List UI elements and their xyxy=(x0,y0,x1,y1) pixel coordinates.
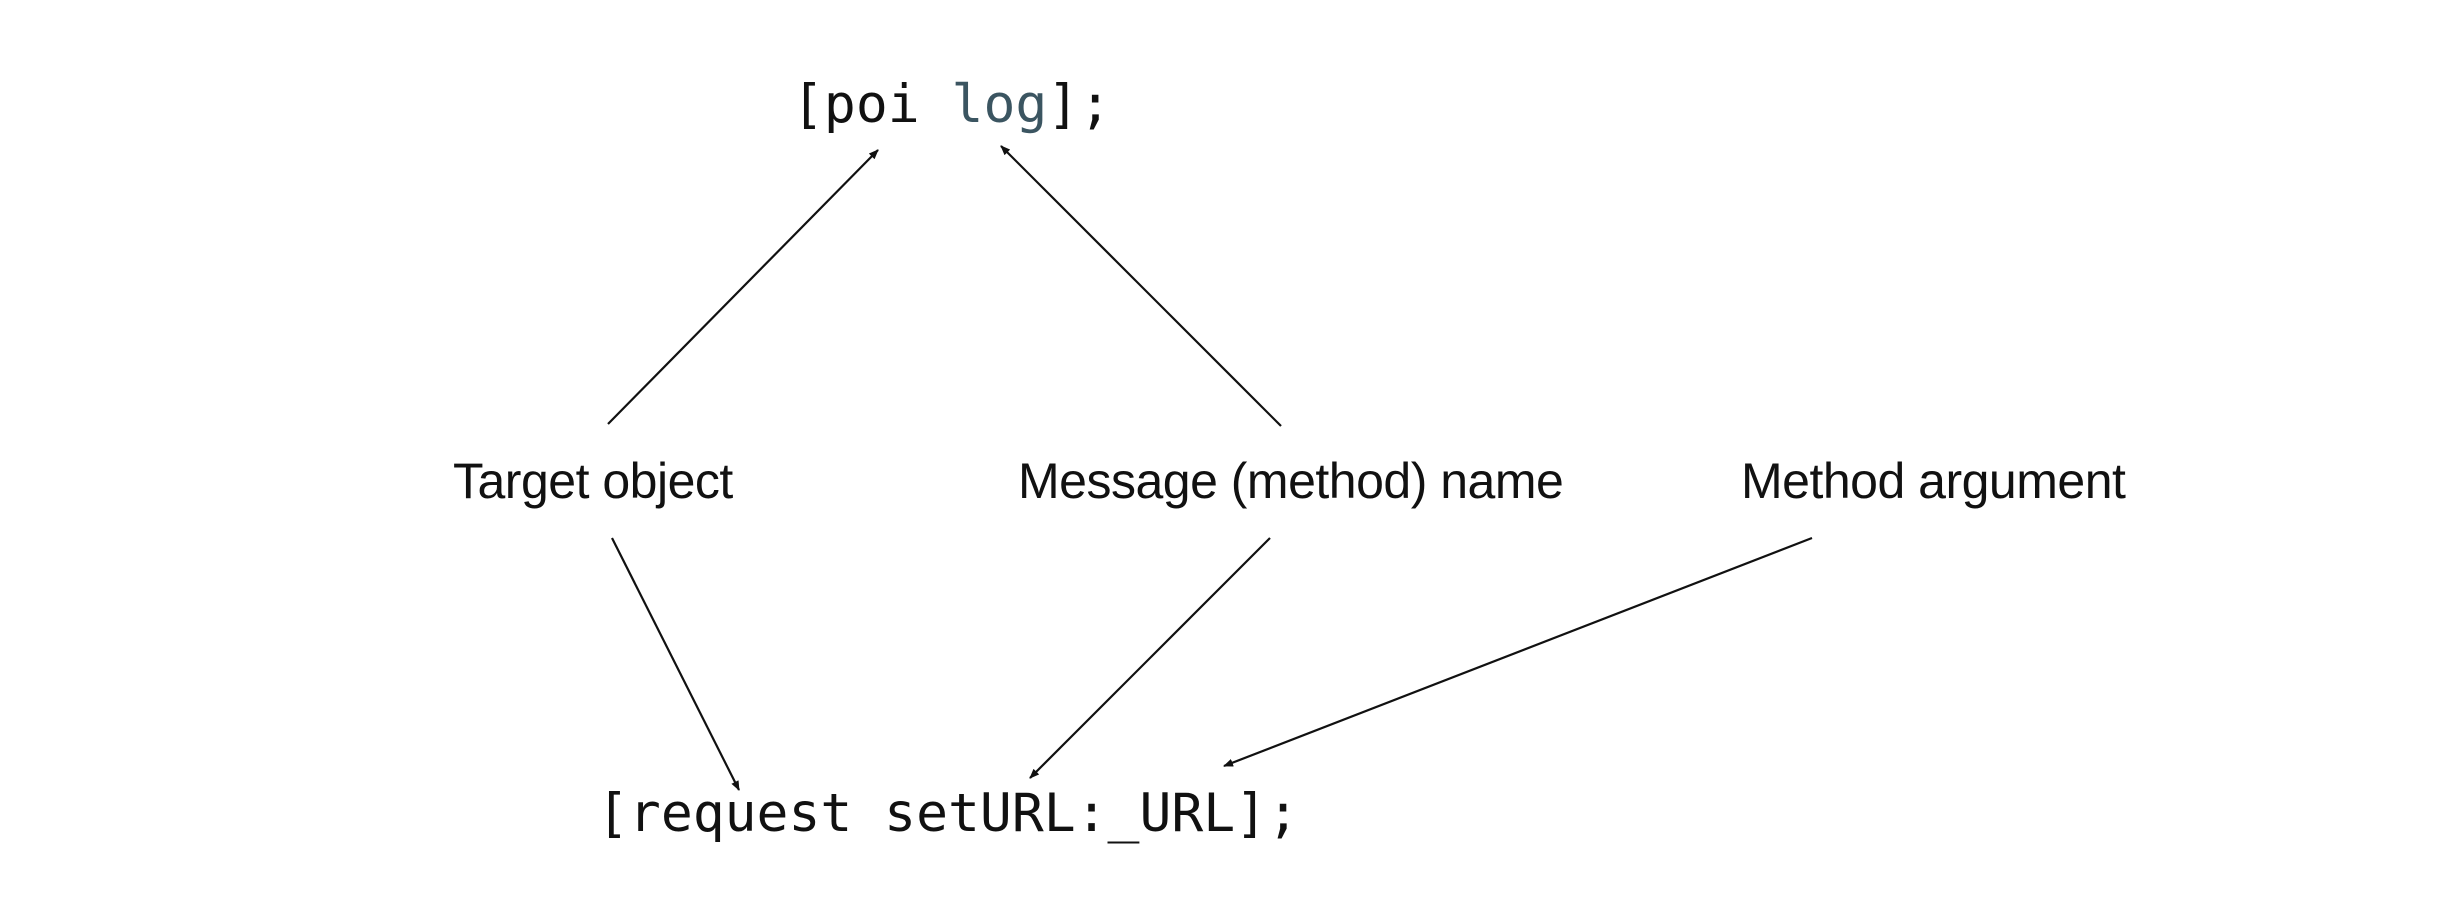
method-argument-label: Method argument xyxy=(1741,453,2126,509)
arrow-message-to-seturl xyxy=(1029,537,1271,779)
arrow-argument-to-url xyxy=(1223,536,1813,768)
top-code-open: [poi xyxy=(792,74,952,135)
message-name-label: Message (method) name xyxy=(1018,453,1564,509)
arrow-target-to-request xyxy=(611,537,740,791)
top-code-line: [poi log]; xyxy=(792,78,1111,131)
arrow-message-to-log xyxy=(1000,145,1282,427)
target-object-label: Target object xyxy=(453,453,733,509)
bottom-code-line: [request setURL:_URL]; xyxy=(597,783,1299,844)
arrow-target-to-poi xyxy=(607,149,879,425)
top-code-method: log xyxy=(951,74,1048,135)
top-code-close: ]; xyxy=(1047,74,1112,135)
